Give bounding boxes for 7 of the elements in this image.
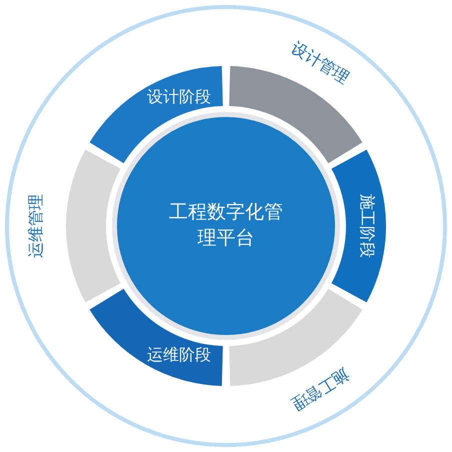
segment-label: 施工管理 (288, 365, 352, 413)
segment-label: 运维阶段 (147, 346, 212, 363)
segment-label: 施工阶段 (359, 194, 375, 258)
segment-label: 设计阶段 (147, 89, 212, 106)
center-label: 工程数字化管理平台 (168, 200, 284, 251)
segment-label: 运维管理 (28, 194, 44, 258)
segment-label: 设计管理 (288, 39, 352, 87)
